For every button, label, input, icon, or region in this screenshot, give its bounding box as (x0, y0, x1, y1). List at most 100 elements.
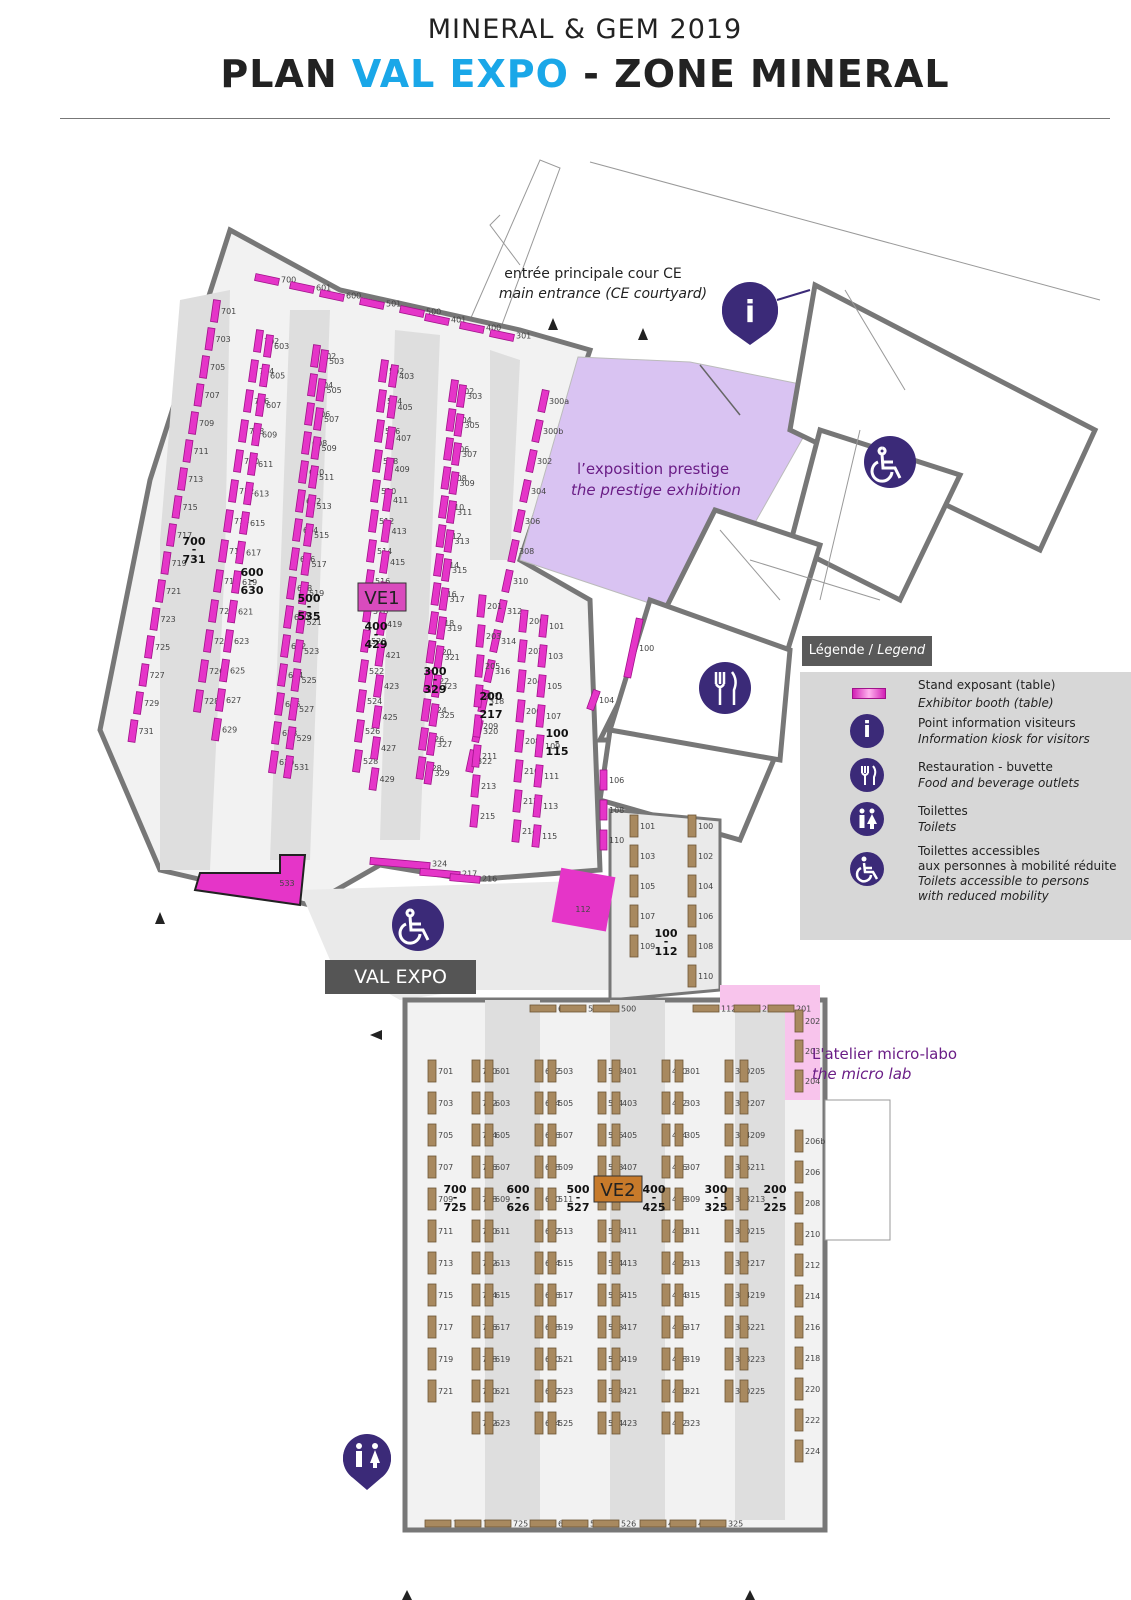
booth-104[interactable] (687, 874, 697, 898)
booth-419[interactable] (376, 612, 387, 636)
booth-519[interactable] (547, 1315, 557, 1339)
booth-718[interactable] (213, 569, 224, 593)
booth-624[interactable] (534, 1411, 544, 1435)
booth-429[interactable] (368, 767, 380, 791)
booth-408[interactable] (440, 466, 452, 490)
booth-401[interactable] (611, 1059, 621, 1083)
booth-511[interactable] (308, 465, 319, 489)
booth-427[interactable] (370, 736, 381, 760)
booth-620[interactable] (283, 605, 294, 629)
booth-605[interactable] (259, 363, 270, 388)
booth-300a[interactable] (537, 389, 550, 413)
booth-622[interactable] (280, 634, 291, 658)
booth-611[interactable] (484, 1219, 494, 1243)
booth-307[interactable] (674, 1155, 684, 1179)
booth-306[interactable] (724, 1155, 734, 1179)
booth-206[interactable] (515, 699, 526, 723)
booth-310[interactable] (501, 569, 514, 593)
booth-420[interactable] (425, 640, 437, 664)
booth-419[interactable] (611, 1347, 621, 1371)
booth-617[interactable] (235, 540, 246, 565)
booth-716[interactable] (471, 1315, 481, 1339)
booth-709[interactable] (427, 1187, 437, 1211)
booth-527[interactable] (288, 697, 299, 721)
booth-414[interactable] (433, 553, 444, 577)
booth-705[interactable] (427, 1123, 437, 1147)
booth-712[interactable] (471, 1251, 481, 1275)
booth-300[interactable] (724, 1059, 734, 1083)
booth-300b[interactable] (531, 419, 544, 443)
booth-721[interactable] (155, 579, 166, 603)
booth-409[interactable] (383, 457, 395, 481)
booth-625[interactable] (219, 658, 230, 683)
booth-400[interactable] (661, 1059, 671, 1083)
booth-604[interactable] (307, 373, 318, 397)
booth-503[interactable] (318, 349, 329, 373)
booth-327[interactable] (426, 732, 437, 756)
booth-628[interactable] (271, 721, 282, 745)
booth-103[interactable] (537, 644, 548, 668)
booth-223[interactable] (739, 1347, 749, 1371)
booth-516[interactable] (597, 1283, 607, 1307)
booth-304[interactable] (724, 1123, 734, 1147)
booth-220[interactable] (794, 1377, 804, 1401)
booth-619[interactable] (484, 1347, 494, 1371)
booth-715[interactable] (171, 495, 183, 519)
booth-405[interactable] (611, 1123, 621, 1147)
booth-507[interactable] (313, 407, 324, 431)
booth-314[interactable] (724, 1283, 734, 1307)
booth-414[interactable] (661, 1283, 671, 1307)
booth-519[interactable] (298, 581, 309, 605)
booth-723[interactable] (149, 607, 161, 631)
booth-404[interactable] (661, 1123, 671, 1147)
booth-312[interactable] (724, 1251, 734, 1275)
booth-212[interactable] (794, 1253, 804, 1277)
booth-725[interactable] (484, 1519, 512, 1528)
booth-728[interactable] (193, 689, 204, 713)
booth-506[interactable] (597, 1123, 607, 1147)
booth-707[interactable] (193, 383, 205, 407)
booth-704[interactable] (248, 359, 259, 383)
booth-700[interactable] (254, 273, 280, 286)
booth-520[interactable] (360, 629, 371, 653)
booth-315[interactable] (441, 558, 452, 582)
booth-714[interactable] (223, 509, 234, 533)
booth-520[interactable] (597, 1347, 607, 1371)
booth-424[interactable] (420, 698, 432, 722)
booth-722[interactable] (471, 1411, 481, 1435)
booth-524[interactable] (356, 689, 367, 713)
booth-609[interactable] (251, 422, 262, 447)
booth-533[interactable] (193, 854, 307, 907)
booth-726[interactable] (198, 659, 209, 683)
booth-211[interactable] (471, 744, 482, 768)
booth-112[interactable] (692, 1004, 720, 1013)
booth-608[interactable] (534, 1155, 544, 1179)
booth-500[interactable] (592, 1004, 620, 1013)
booth-606[interactable] (304, 402, 315, 426)
booth-725[interactable] (144, 635, 155, 659)
booth-719[interactable] (160, 551, 172, 575)
booth-605[interactable] (484, 1123, 494, 1147)
booth-630[interactable] (268, 750, 279, 774)
booth-413[interactable] (380, 519, 392, 543)
booth-208[interactable] (514, 729, 525, 753)
booth-100[interactable] (623, 617, 644, 679)
booth-711[interactable] (427, 1219, 437, 1243)
booth-305[interactable] (453, 413, 465, 437)
booth-310[interactable] (724, 1219, 734, 1243)
booth-712[interactable] (228, 479, 239, 503)
booth-413[interactable] (611, 1251, 621, 1275)
booth-212[interactable] (512, 789, 523, 813)
booth-710[interactable] (233, 449, 244, 473)
booth-614[interactable] (292, 518, 303, 542)
booth-717[interactable] (427, 1315, 437, 1339)
booth-317[interactable] (438, 587, 450, 611)
booth-615[interactable] (484, 1283, 494, 1307)
booth-610[interactable] (298, 460, 309, 484)
booth-521[interactable] (547, 1347, 557, 1371)
booth-211[interactable] (739, 1155, 749, 1179)
booth-406[interactable] (443, 437, 454, 461)
booth-321[interactable] (674, 1379, 684, 1403)
booth-405[interactable] (386, 395, 398, 419)
booth-602[interactable] (310, 344, 321, 368)
